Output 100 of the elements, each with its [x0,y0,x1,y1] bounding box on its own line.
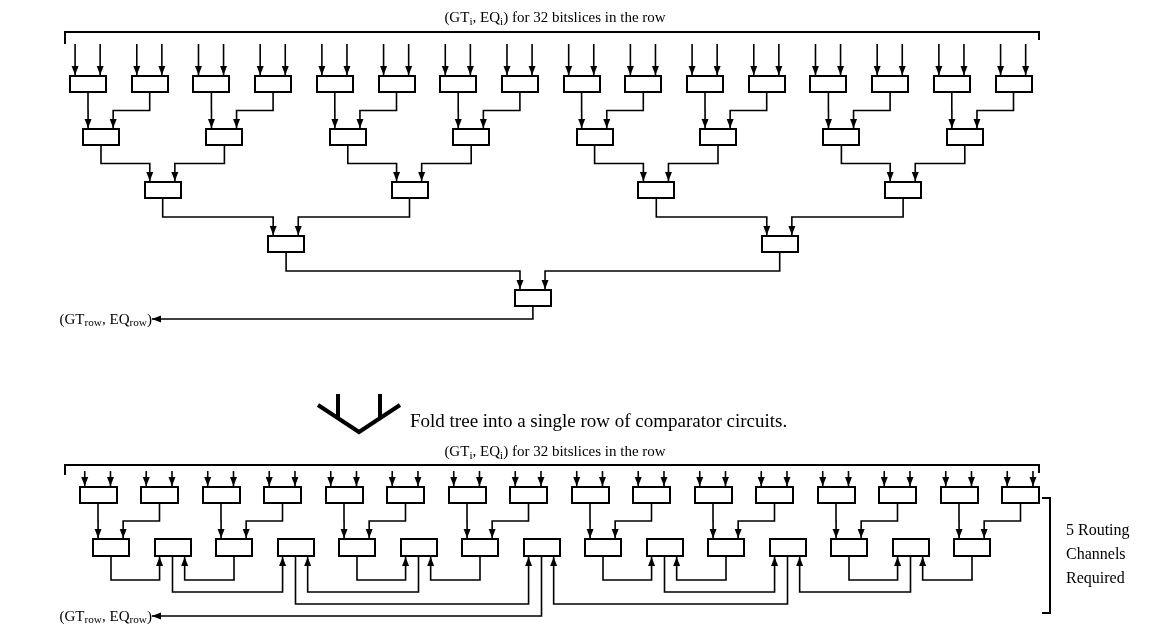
comparator-box [755,486,794,504]
arrow [960,43,968,76]
arrow [265,470,273,487]
comparator-box [994,75,1033,93]
arrow [1022,43,1030,76]
arrow [593,145,647,182]
comparator-box [570,486,610,504]
arrow [331,92,339,129]
arrow [285,252,524,290]
comparator-box [254,75,293,93]
arrow [171,145,226,182]
arrow [857,503,899,539]
arrow [837,43,845,76]
arrow [840,145,894,182]
comparator-box [939,486,979,504]
arrow [119,503,161,539]
arrow [713,43,721,76]
comparator-box [390,181,429,199]
arrow [503,43,511,76]
arrow [81,470,89,487]
arrow [919,556,973,581]
arrow [220,43,228,76]
comparator-box [276,538,315,557]
arrow [541,252,781,290]
arrow [281,43,289,76]
arrow [450,470,458,487]
comparator-box [809,75,848,93]
arrow [757,470,765,487]
arrow [1003,470,1011,487]
arrow [110,556,164,581]
arrow [256,43,264,76]
arrow [673,556,727,581]
arrow [151,556,543,620]
arrow [418,145,472,182]
arrow [783,470,791,487]
comparator-box [267,235,306,253]
arrow [948,92,956,129]
arrow [660,470,668,487]
comparator-box [637,181,676,199]
comparator-box [192,75,231,93]
arrow [590,43,598,76]
arrow [709,503,717,539]
arrow [343,43,351,76]
comparator-box [69,75,107,93]
arrow [511,470,519,487]
arrow [488,503,530,539]
arrow [168,470,176,487]
comparator-box [328,128,367,146]
arrow [602,556,656,581]
arrow [142,470,150,487]
comparator-box [513,289,552,307]
comparator-box [205,128,244,146]
arrow [845,470,852,487]
arrow [230,470,237,487]
arrow [664,145,719,182]
arrow [479,92,521,129]
comparator-box [707,538,745,557]
arrow [634,470,642,487]
output-label: (GT$_{row}$, EQ$_{row}$) [2,605,152,627]
arrow [388,470,396,487]
arrow [356,556,410,581]
comparator-box [816,486,856,504]
arrow [603,92,645,129]
comparator-box [522,538,561,557]
arrow [696,470,704,487]
arrow [734,503,776,539]
comparator-box [399,538,438,557]
arrow [528,43,536,76]
arrow [217,503,225,539]
arrow [578,92,586,129]
comparator-box [624,75,663,93]
comparator-box [130,75,169,93]
arrow [1029,470,1037,487]
comparator-box [575,128,614,146]
comparator-box [1001,486,1040,504]
arrow [586,503,594,539]
arrow [441,43,449,76]
comparator-box [143,181,182,199]
arrow [722,470,729,487]
comparator-box [140,486,179,504]
comparator-box [377,75,416,93]
comparator-box [699,128,737,146]
arrow [109,92,151,129]
arrow [353,470,360,487]
fold-caption: Fold tree into a single row of comparator circuits. [410,409,788,433]
arrow [204,470,212,487]
comparator-box [447,486,487,504]
arrow [906,470,914,487]
input-caption: (GT$_{i}$, EQ$_{i}$) for 32 bitslices in the row [444,8,666,29]
arrow [304,556,420,593]
arrow [750,43,758,76]
arrow [291,470,299,487]
comparator-box [891,538,930,557]
arrow [880,470,888,487]
comparator-box [830,538,868,557]
comparator-box [884,181,923,199]
arrow [832,503,840,539]
comparator-box [439,75,478,93]
arrow [688,43,696,76]
arrow [796,556,912,593]
